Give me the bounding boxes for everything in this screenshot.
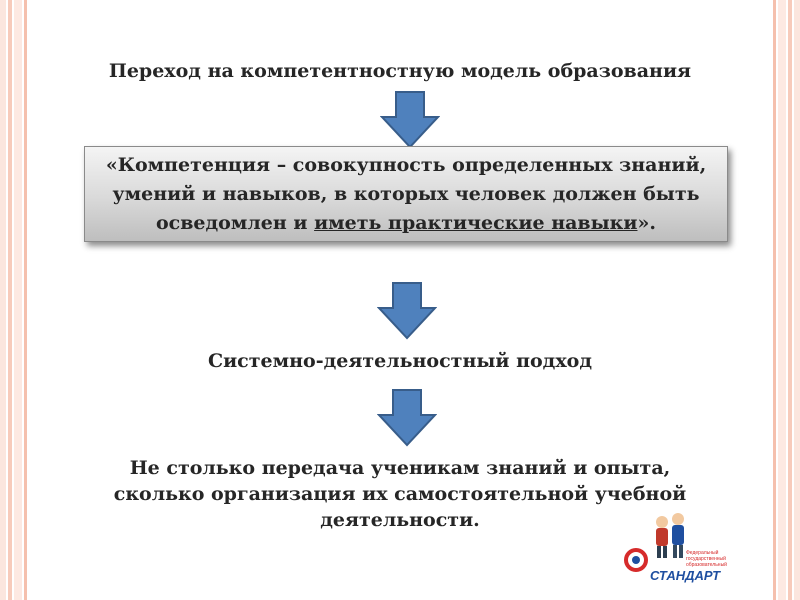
logo-text-line-2: государственный bbox=[686, 555, 726, 562]
logo-brand-text: СТАНДАРТ bbox=[650, 568, 721, 583]
conclusion-text: Не столько передача ученикам знаний и оп… bbox=[0, 455, 800, 533]
down-arrow-icon bbox=[377, 389, 437, 447]
down-arrow-icon bbox=[377, 282, 437, 340]
right-border-stripes bbox=[770, 0, 800, 600]
conclusion-line-3: деятельности. bbox=[320, 509, 480, 531]
conclusion-line-2: сколько организация их самостоятельной у… bbox=[113, 483, 687, 505]
definition-line-3-suffix: ». bbox=[637, 212, 657, 234]
definition-line-1: «Компетенция – совокупность определенных… bbox=[105, 154, 707, 176]
down-arrow-icon bbox=[380, 91, 440, 149]
heading-competence-model: Переход на компетентностную модель образ… bbox=[108, 60, 692, 82]
definition-line-3: осведомлен и иметь практические навыки». bbox=[85, 209, 727, 238]
system-activity-approach: Системно-деятельностный подход bbox=[207, 350, 593, 372]
logo-text-line-3: образовательный bbox=[686, 561, 727, 568]
conclusion-line-1: Не столько передача ученикам знаний и оп… bbox=[129, 457, 671, 479]
left-border-stripes bbox=[0, 0, 30, 600]
definition-line-3-prefix: осведомлен и bbox=[155, 212, 315, 234]
definition-underlined-phrase: иметь практические навыки bbox=[314, 212, 638, 234]
fgos-standard-logo: Федеральный государственный образователь… bbox=[622, 508, 732, 588]
competence-definition-box: «Компетенция – совокупность определенных… bbox=[84, 146, 728, 242]
definition-line-2: умений и навыков, в которых человек долж… bbox=[112, 183, 700, 205]
logo-text-line-1: Федеральный bbox=[686, 549, 719, 556]
